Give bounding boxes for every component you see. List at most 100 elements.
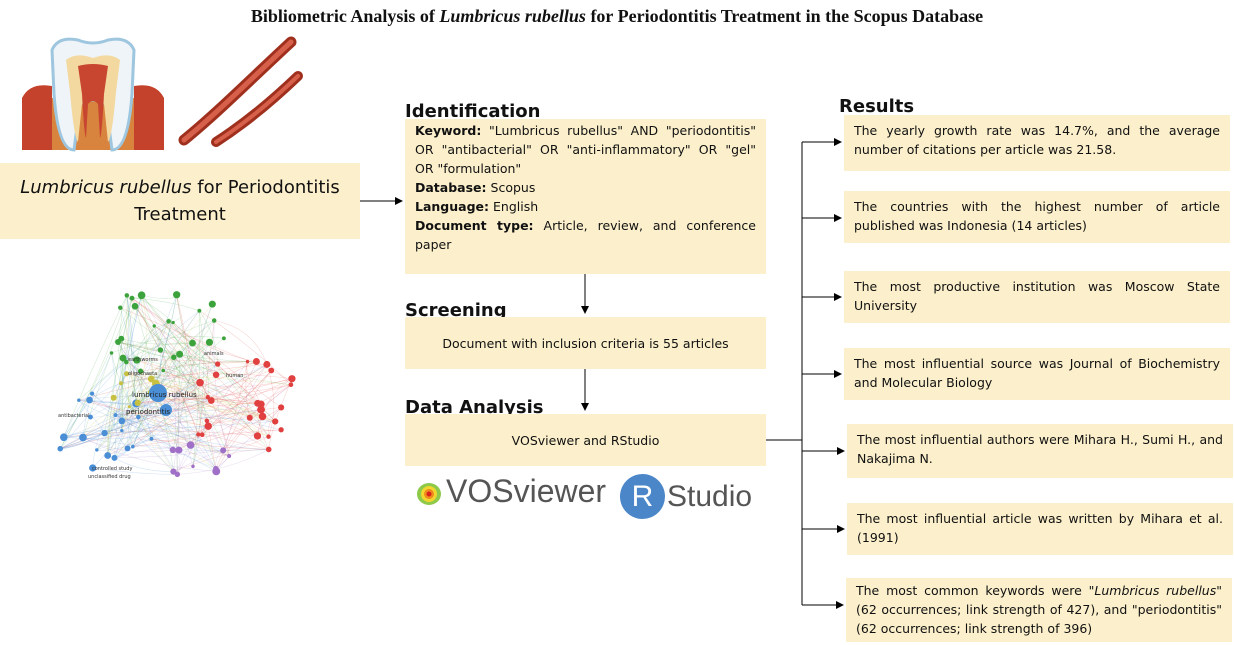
network-link [136, 398, 258, 404]
network-link [155, 383, 250, 419]
network-node [137, 291, 146, 300]
network-link [127, 363, 218, 449]
network-link [163, 370, 250, 418]
network-link [151, 378, 263, 417]
rstudio-logo: R Studio [620, 474, 752, 519]
network-node [136, 414, 141, 420]
network-node [253, 432, 262, 440]
network-label: animals [204, 351, 224, 357]
network-link [126, 373, 209, 427]
network-node [176, 350, 184, 358]
network-link [121, 338, 174, 358]
network-link [127, 406, 134, 447]
network-link [129, 325, 155, 407]
identification-heading: Identification [405, 101, 541, 122]
network-node [268, 367, 275, 374]
network-link [136, 384, 291, 404]
network-link [82, 406, 130, 438]
network-node [109, 351, 114, 355]
vosviewer-logo-text: VOSviewer [446, 473, 607, 509]
network-node [191, 464, 195, 469]
network-link [63, 295, 128, 438]
result-item: The yearly growth rate was 14.7%, and th… [844, 115, 1230, 171]
network-node [278, 404, 285, 411]
network-link [115, 342, 193, 416]
network-link [151, 342, 210, 380]
network-link [267, 407, 282, 437]
network-link [107, 364, 268, 456]
network-link [177, 361, 248, 475]
network-link [120, 361, 127, 421]
screening-heading: Screening [405, 300, 507, 321]
network-link [113, 414, 128, 449]
network-node [171, 320, 175, 325]
results-heading: Results [839, 96, 915, 117]
network-link [177, 449, 269, 475]
network-link [132, 382, 201, 447]
network-link [115, 382, 201, 416]
network-node [246, 414, 253, 421]
network-link [122, 357, 258, 437]
network-link [126, 295, 208, 421]
network-link [157, 320, 215, 394]
network-link [82, 352, 112, 438]
network-link [107, 295, 142, 456]
network-link [131, 297, 262, 405]
rstudio-logo-text: Studio [667, 479, 753, 513]
network-node [278, 427, 284, 433]
network-link [104, 298, 133, 434]
network-link [96, 371, 141, 451]
network-node [254, 399, 262, 407]
topic-text: Lumbricus rubellus for Periodontitis Tre… [20, 177, 340, 225]
network-link [155, 294, 177, 384]
network-link [114, 444, 191, 459]
network-link [199, 310, 218, 365]
network-link [176, 294, 217, 469]
network-node [265, 446, 272, 453]
network-link [60, 432, 105, 449]
network-link [78, 399, 209, 427]
network-link [89, 399, 282, 431]
network-link [59, 295, 128, 449]
network-link [126, 342, 193, 363]
network-node [124, 445, 131, 452]
network-link [215, 370, 272, 469]
network-node [88, 414, 93, 420]
network-link [126, 361, 180, 451]
network-link [257, 378, 293, 436]
network-link [126, 295, 174, 323]
network-link [114, 457, 174, 472]
network-link [63, 421, 276, 438]
network-link [135, 403, 224, 451]
network-link [153, 325, 208, 398]
network-node [118, 417, 126, 425]
network-link [60, 378, 293, 449]
network-link [197, 320, 215, 435]
network-node [157, 347, 164, 353]
network-node [220, 447, 227, 454]
network-link [165, 409, 230, 457]
tooth-icon [22, 37, 164, 152]
network-link [96, 364, 268, 451]
network-link [151, 438, 269, 450]
network-link [137, 295, 147, 403]
network-node [213, 465, 219, 472]
network-link [120, 359, 138, 384]
network-link [138, 370, 272, 418]
network-link [129, 406, 174, 472]
network-link [153, 325, 194, 467]
network-link [199, 310, 292, 385]
network-node [89, 391, 95, 396]
network-link [215, 407, 282, 469]
network-link [127, 310, 200, 449]
network-link [222, 403, 262, 451]
network-node [137, 368, 144, 374]
network-node [288, 375, 296, 383]
network-link [107, 295, 142, 456]
network-node [147, 375, 155, 383]
network-node [95, 448, 99, 452]
network-nodes [57, 291, 296, 477]
network-link [117, 342, 152, 440]
network-link [121, 391, 151, 431]
